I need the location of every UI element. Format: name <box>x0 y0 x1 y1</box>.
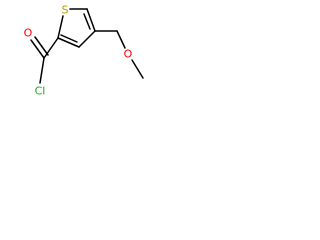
bond-carbonyl-cl <box>39 57 45 84</box>
bond-c5-c4 <box>86 8 96 32</box>
bond-carbonyl-o-double <box>34 36 49 56</box>
bond-ch2-o <box>116 30 126 49</box>
molecule-drawing: S O O Cl <box>24 4 144 98</box>
bond-c3-c2-inner <box>60 34 78 43</box>
bond-c4-c3 <box>78 30 96 48</box>
bond-o-ch3 <box>131 59 144 79</box>
bond-c5-c4-inner <box>83 13 91 30</box>
bond-carbonyl-o <box>30 39 45 59</box>
chlorine-atom-label: Cl <box>35 85 46 98</box>
ether-oxygen-atom-label: O <box>124 48 133 61</box>
bond-c2-s <box>57 15 64 39</box>
carbonyl-oxygen-atom-label: O <box>24 27 33 40</box>
bond-c3-c2 <box>57 37 80 48</box>
structure-diagram: S O O Cl <box>0 0 159 115</box>
sulfur-atom-label: S <box>62 4 69 17</box>
bond-c2-carbonyl <box>43 37 59 59</box>
